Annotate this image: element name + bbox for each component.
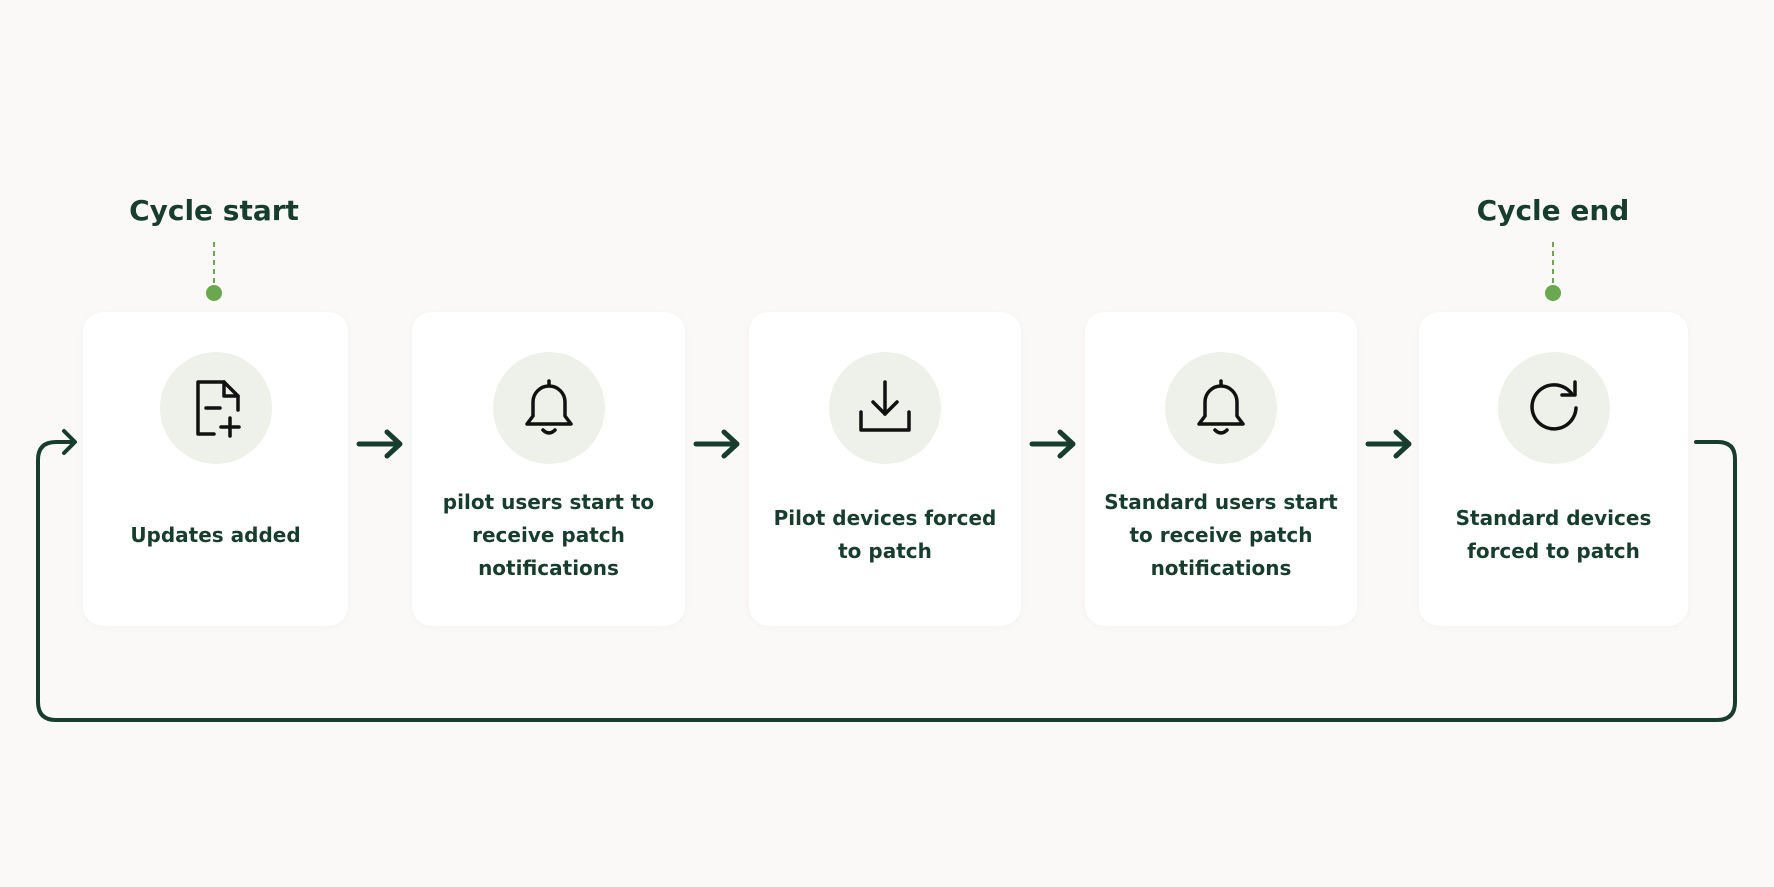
step-label: Updates added: [130, 522, 301, 547]
step-label: Standard devices forced to patch: [1455, 506, 1652, 563]
step-label: Pilot devices forced to patch: [773, 506, 997, 563]
cycle-start-label: Cycle start: [129, 194, 299, 227]
step-card-updates-added: Updates added: [83, 312, 348, 626]
step-icon-badge: [1497, 352, 1610, 464]
bell-icon: [524, 379, 573, 435]
arrow-step-4-to-5: [1365, 429, 1412, 459]
bell-icon: [1197, 379, 1245, 435]
arrow-step-2-to-3: [693, 429, 740, 459]
arrow-step-3-to-4: [1029, 429, 1076, 459]
cycle-end-label: Cycle end: [1476, 194, 1630, 227]
refresh-icon: [1529, 380, 1578, 431]
download-icon: [859, 380, 911, 432]
step-icon-badge: [159, 352, 272, 464]
arrow-step-1-to-2: [356, 429, 403, 459]
milestone-start-marker: [206, 242, 222, 301]
step-icon-badge: [1165, 352, 1277, 464]
loop-back-arrowhead: [62, 429, 77, 455]
loop-back-line: [36, 440, 1737, 722]
step-card-pilot-forced: Pilot devices forced to patch: [749, 312, 1021, 626]
step-card-standard-forced: Standard devices forced to patch: [1419, 312, 1688, 626]
step-card-pilot-notifications: pilot users start to receive patch notif…: [412, 312, 685, 626]
milestone-end-marker: [1545, 242, 1561, 301]
file-plus-icon: [195, 380, 241, 438]
step-card-standard-notifications: Standard users start to receive patch no…: [1085, 312, 1357, 626]
step-label: pilot users start to receive patch notif…: [442, 489, 655, 580]
step-label: Standard users start to receive patch no…: [1104, 489, 1338, 580]
step-icon-badge: [829, 352, 941, 464]
step-icon-badge: [492, 352, 605, 464]
